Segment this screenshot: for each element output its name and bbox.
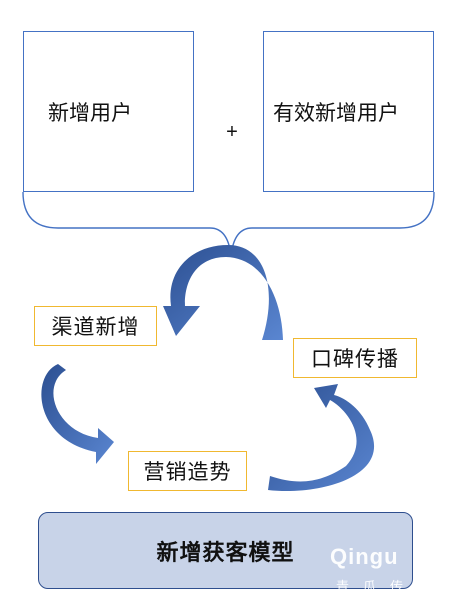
new-users-box: 新增用户	[23, 31, 194, 192]
curved-arrow-to-channel	[163, 245, 283, 340]
watermark: Qingu 青瓜传	[330, 544, 464, 604]
watermark-sub: 青瓜传	[336, 579, 418, 594]
watermark-brand: Qingu	[330, 544, 399, 569]
marketing-text: 营销造势	[143, 461, 232, 484]
word-of-mouth-text: 口碑传播	[311, 348, 399, 371]
channel-growth-text: 渠道新增	[51, 316, 140, 339]
marketing-label: 营销造势	[128, 451, 247, 491]
word-of-mouth-label: 口碑传播	[293, 338, 417, 378]
channel-growth-label: 渠道新增	[34, 306, 157, 346]
plus-sign: +	[226, 121, 238, 143]
acquisition-model-banner: 新增获客模型	[38, 512, 413, 589]
effective-new-users-box: 有效新增用户	[263, 31, 434, 192]
curved-arrow-to-word-of-mouth	[268, 384, 375, 492]
acquisition-model-title: 新增获客模型	[156, 539, 295, 565]
curved-arrow-to-marketing	[41, 364, 114, 464]
effective-new-users-label: 有效新增用户	[273, 101, 399, 125]
new-users-label: 新增用户	[48, 101, 132, 125]
